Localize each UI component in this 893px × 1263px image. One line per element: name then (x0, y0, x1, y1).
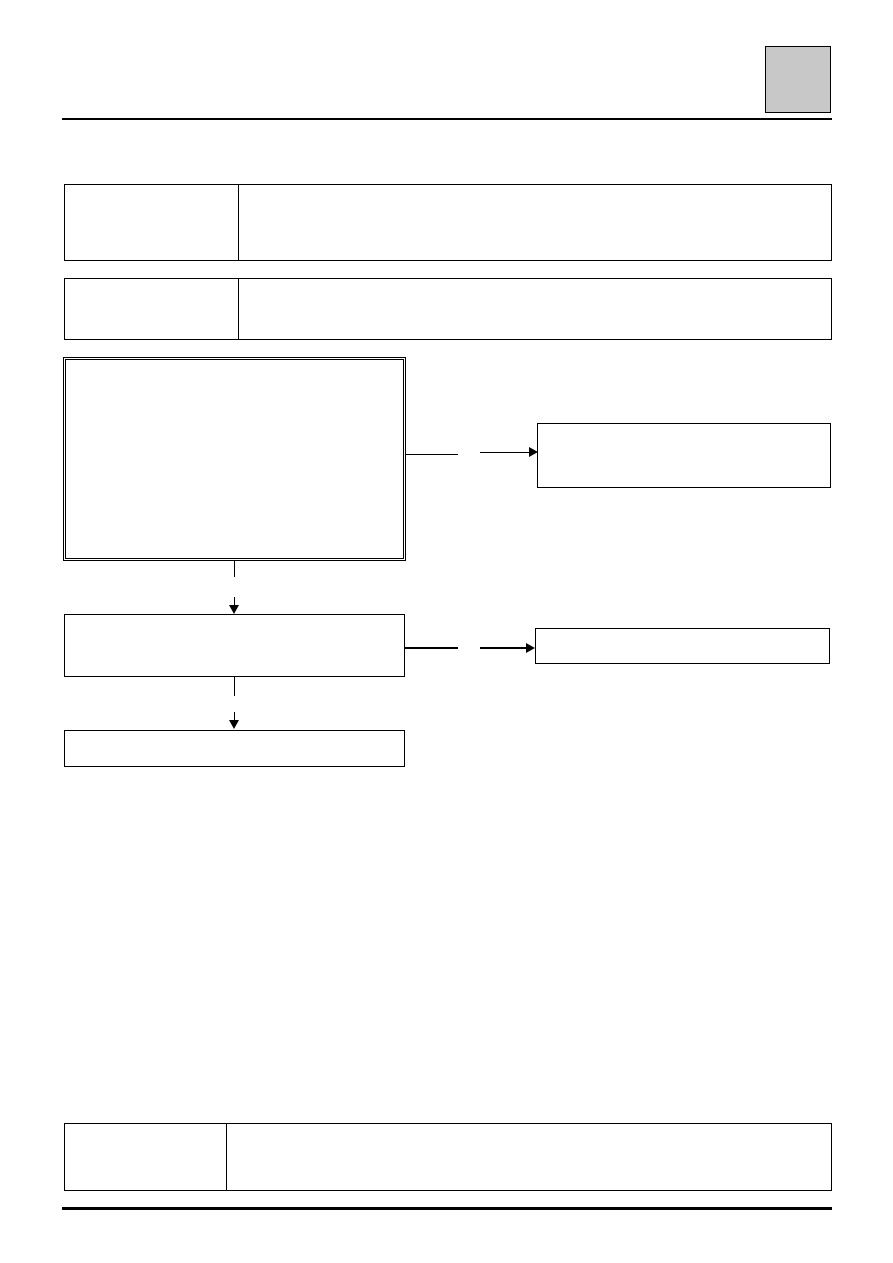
flow-step-final-text (65, 731, 404, 739)
connector-main-second-a (234, 561, 235, 577)
connector-second-branch-b (480, 647, 527, 649)
info-row-2-label (65, 279, 239, 339)
info-row-2 (64, 278, 832, 340)
info-row-1-label (65, 185, 239, 260)
flow-step-second-branch-text (536, 629, 829, 637)
info-row-1 (64, 184, 832, 261)
flow-step-main (63, 357, 406, 561)
footer-row-divider (226, 1124, 227, 1190)
info-row-2-content (240, 279, 830, 339)
footer-row (64, 1123, 832, 1191)
flow-step-main-text (66, 360, 403, 368)
section-tab-label (766, 43, 778, 65)
info-row-2-divider (238, 279, 239, 339)
flow-step-second-branch (535, 628, 830, 664)
footer-row-label (65, 1124, 227, 1190)
footer-row-content (228, 1124, 830, 1190)
flow-step-second (64, 614, 405, 677)
arrow-right-icon (526, 643, 535, 653)
connector-second-branch-a (405, 647, 458, 649)
arrow-down-icon (229, 720, 239, 729)
header-rule (62, 118, 832, 120)
connector-second-final-b (234, 712, 235, 720)
info-row-1-content (240, 185, 830, 260)
arrow-down-icon (229, 605, 239, 614)
connector-main-branch-a (406, 454, 458, 455)
connector-main-second-b (234, 597, 235, 605)
flow-step-main-branch (537, 423, 831, 488)
section-tab (765, 46, 831, 113)
flow-step-main-branch-text (538, 424, 830, 432)
arrow-right-icon (529, 447, 538, 457)
flow-step-second-text (65, 615, 404, 623)
flow-step-final (64, 730, 405, 767)
connector-main-branch-b (480, 452, 529, 453)
info-row-1-divider (238, 185, 239, 260)
footer-rule (62, 1207, 832, 1210)
connector-second-final-a (234, 677, 235, 696)
